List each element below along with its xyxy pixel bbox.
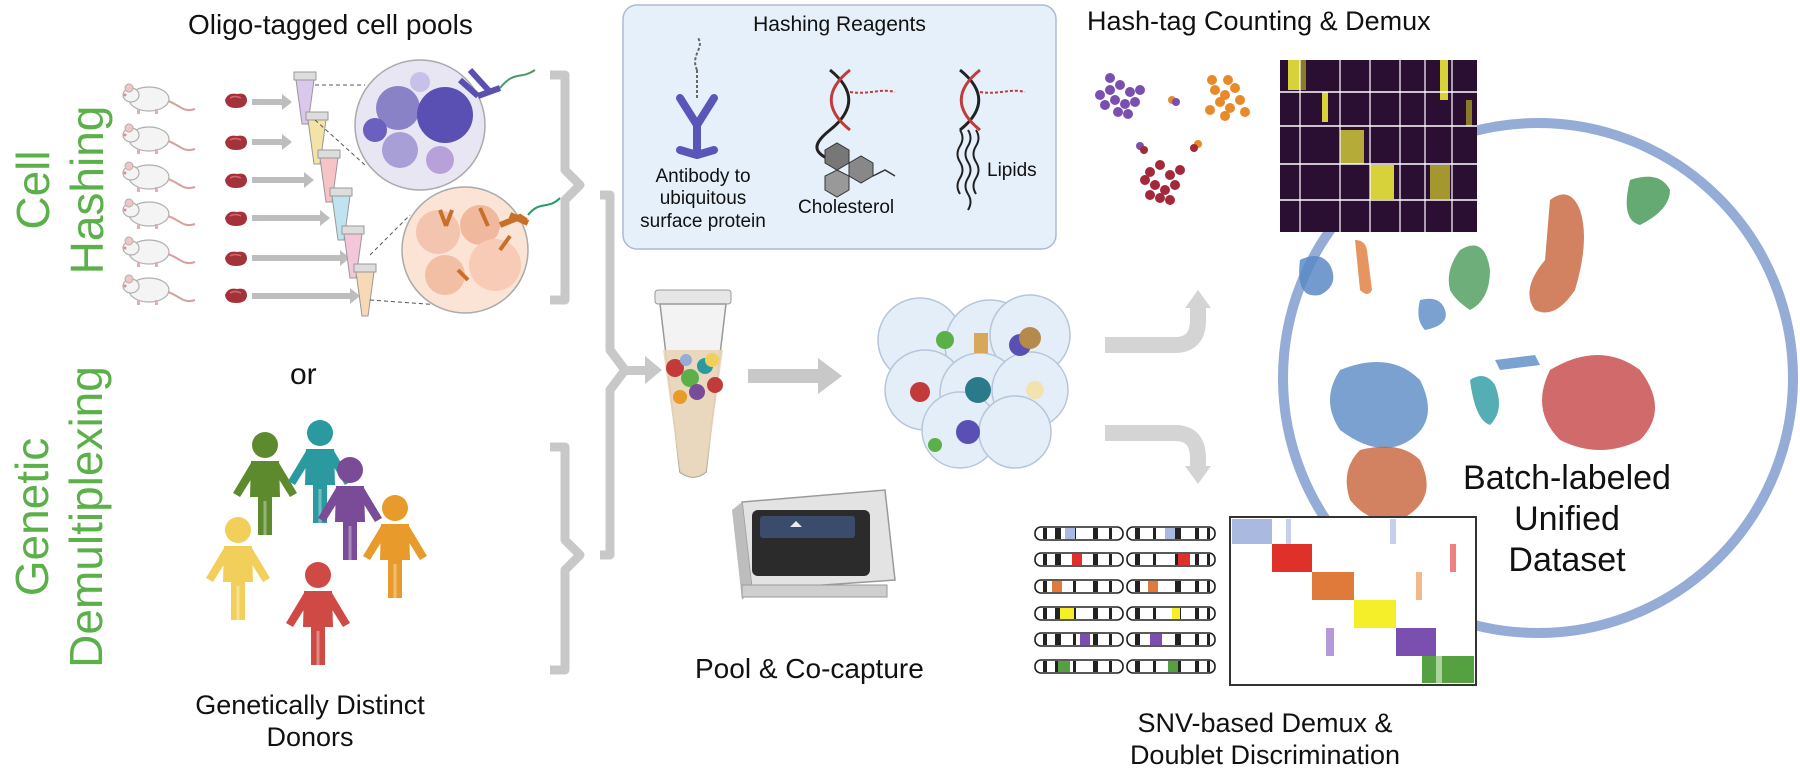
tube-stack — [293, 71, 377, 317]
arrow-to-hashtag — [1105, 290, 1211, 353]
hashtag-title: Hash-tag Counting & Demux — [1087, 6, 1431, 36]
snv-line-2: Doublet Discrimination — [1129, 739, 1401, 770]
pooled-tube-icon — [654, 289, 732, 478]
arrow-icon — [252, 94, 292, 110]
oligo-pools-label: Oligo-tagged cell pools — [188, 9, 473, 40]
cholesterol-label: Cholesterol — [798, 197, 895, 218]
droplet-cluster-icon — [877, 294, 1071, 469]
genetic-line-2: Demultiplexing — [60, 366, 112, 668]
mouse-icon — [122, 83, 196, 115]
batch-line-1: Batch-labeled — [1463, 459, 1671, 497]
dna-icon — [815, 68, 896, 167]
mouse-icon — [122, 236, 196, 268]
cell-pool-icon — [314, 59, 536, 191]
snv-label: SNV-based Demux & Doublet Discrimination — [1085, 708, 1445, 772]
antibody-icon — [676, 37, 718, 159]
mouse-icon — [122, 274, 196, 306]
tissue-icon — [224, 92, 248, 109]
reagents-title: Hashing Reagents — [753, 13, 926, 36]
antibody-line-2: ubiquitous — [659, 188, 747, 210]
person-icon — [286, 562, 350, 665]
cell-hashing-line-2: Hashing — [61, 105, 113, 275]
antibody-line-3: surface protein — [640, 210, 766, 232]
cholesterol-icon — [824, 142, 896, 198]
arrow-to-tube — [625, 356, 662, 384]
donor-group — [206, 420, 427, 665]
tissue-icon — [224, 210, 248, 227]
lipids-label: Lipids — [987, 160, 1037, 181]
donors-line-1: Genetically Distinct — [195, 690, 425, 720]
arrow-icon — [252, 134, 292, 150]
heatmap — [1280, 60, 1477, 232]
arrow-icon — [252, 250, 350, 266]
mice-column — [122, 83, 196, 306]
arrow-icon — [252, 288, 360, 304]
genetic-demultiplexing-title: Genetic Demultiplexing — [5, 347, 113, 687]
donors-line-2: Donors — [266, 721, 354, 752]
snv-matrix — [1229, 516, 1477, 686]
tissue-icon — [224, 134, 248, 151]
chromosome-icon — [1034, 632, 1216, 647]
snv-line-1: SNV-based Demux & — [1137, 708, 1393, 738]
reagents-box — [622, 4, 1057, 250]
hashtag-clusters — [1095, 73, 1250, 205]
genetic-line-1: Genetic — [6, 437, 58, 597]
antibody-line-1: Antibody to — [655, 166, 751, 187]
tissue-column — [224, 92, 360, 304]
mouse-icon — [122, 198, 196, 230]
tissue-icon — [224, 287, 248, 304]
batch-line-3: Dataset — [1508, 540, 1626, 579]
ring — [1278, 118, 1798, 638]
tissue-icon — [224, 172, 248, 189]
sequencer-icon — [732, 489, 896, 600]
mouse-icon — [122, 123, 196, 155]
tsne-plot — [1299, 176, 1670, 521]
arrow-icon — [252, 210, 330, 226]
pool-capture-label: Pool & Co-capture — [695, 653, 924, 684]
arrow-icon — [252, 172, 314, 188]
lipid-icon — [956, 129, 980, 211]
cell-pool-icon — [369, 186, 561, 314]
arrow-icon — [748, 358, 842, 394]
or-label: or — [290, 358, 317, 391]
cell-hashing-line-1: Cell — [7, 150, 59, 230]
arrow-to-snv — [1105, 425, 1211, 484]
snv-chromosomes — [1034, 526, 1216, 674]
bracket-merge — [600, 190, 630, 560]
mouse-icon — [122, 161, 196, 193]
donors-label: Genetically Distinct Donors — [180, 690, 440, 754]
tube-icon — [353, 263, 377, 317]
bracket-bottom — [550, 442, 585, 675]
chromosome-icon — [1034, 526, 1216, 541]
cell-hashing-title: Cell Hashing — [6, 105, 114, 275]
tissue-icon — [224, 250, 248, 267]
bracket-top — [550, 70, 585, 305]
dna-icon — [959, 68, 1026, 132]
antibody-label: Antibody to ubiquitous surface protein — [633, 166, 773, 233]
batch-line-2: Unified — [1514, 499, 1620, 538]
batch-label: Batch-labeled Unified Dataset — [1442, 458, 1692, 580]
